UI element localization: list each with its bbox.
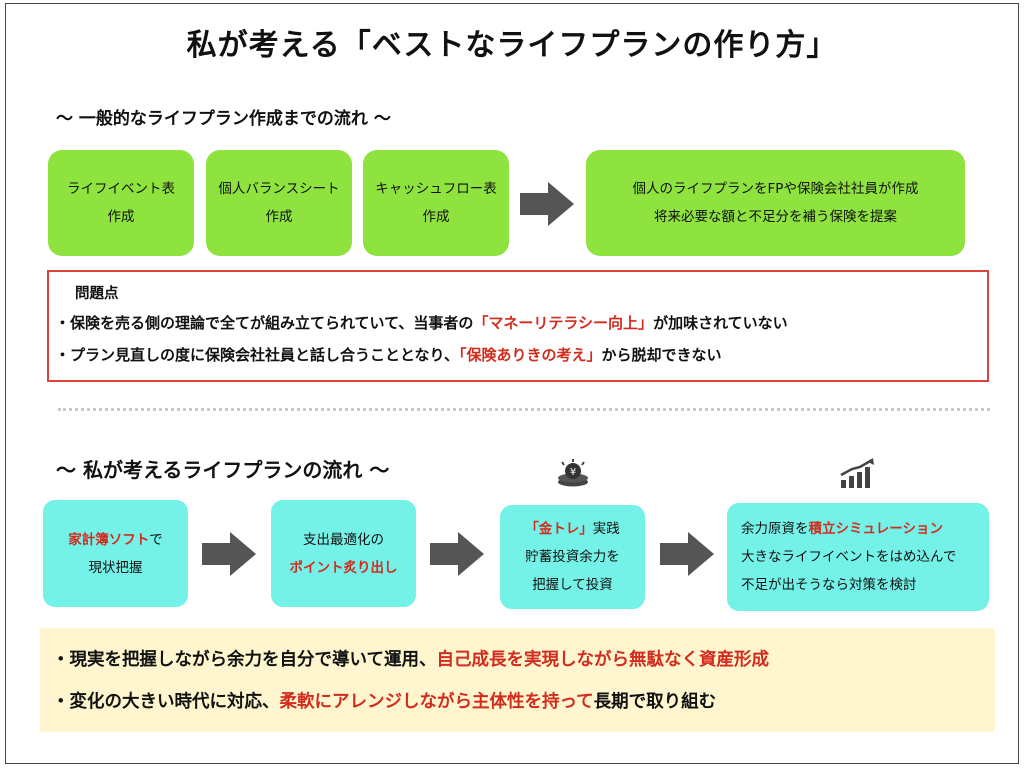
section1-heading: 〜 一般的なライフプラン作成までの流れ 〜 [56, 109, 391, 129]
step-kin-tore: 「金トレ」実践 貯蓄投資余力を 把握して投資 [500, 505, 645, 609]
step-label: 「金トレ」実践 [525, 521, 620, 537]
step-balance-sheet: 個人バランスシート 作成 [206, 150, 352, 256]
step-simulation: 余力原資を積立シミュレーション 大きなライフイベントをはめ込んで 不足が出そうな… [727, 503, 989, 611]
section2-heading: 〜 私が考えるライフプランの流れ 〜 [56, 458, 390, 482]
svg-text:¥: ¥ [570, 467, 576, 478]
dotted-divider [58, 408, 990, 411]
result-fp-plan: 個人のライフプランをFPや保険会社社員が作成 将来必要な額と不足分を補う保険を提… [586, 150, 965, 256]
problem-item: ・保険を売る側の理論で全てが組み立てられていて、当事者の「マネーリテラシー向上」… [55, 314, 788, 332]
step-label: 個人バランスシート [218, 181, 340, 197]
arrow-right-icon [202, 532, 256, 576]
step-label: 貯蓄投資余力を [525, 549, 620, 565]
step-expense-optimization: 支出最適化の ポイント炙り出し [271, 500, 416, 607]
summary-item: ・現実を把握しながら余力を自分で導いて運用、自己成長を実現しながら無駄なく資産形… [52, 650, 769, 670]
coins-icon: ¥ [558, 459, 588, 487]
result-label: 将来必要な額と不足分を補う保険を提案 [654, 209, 897, 225]
step-label: 支出最適化の [303, 531, 384, 548]
step-label: 家計簿ソフトで [68, 531, 163, 548]
problems-box: 問題点 ・保険を売る側の理論で全てが組み立てられていて、当事者の「マネーリテラシ… [47, 270, 989, 382]
step-label: 作成 [265, 209, 293, 225]
step-label: 余力原資を積立シミュレーション [741, 521, 943, 537]
step-label: 不足が出そうなら対策を検討 [741, 577, 917, 593]
step-cashflow-table: キャッシュフロー表 作成 [363, 150, 509, 256]
page-title: 私が考える「ベストなライフプランの作り方」 [186, 28, 838, 63]
problems-title: 問題点 [75, 286, 119, 302]
step-label: 作成 [107, 209, 135, 225]
arrow-right-icon [660, 532, 714, 576]
step-label: 現状把握 [88, 559, 143, 576]
step-label: キャッシュフロー表 [375, 181, 497, 197]
summary-item: ・変化の大きい時代に対応、柔軟にアレンジしながら主体性を持って長期で取り組む [52, 692, 717, 712]
step-label: 作成 [422, 209, 450, 225]
step-life-event-table: ライフイベント表 作成 [48, 150, 194, 256]
arrow-right-icon [430, 532, 484, 576]
step-household-software: 家計簿ソフトで 現状把握 [43, 500, 188, 607]
growth-chart-icon [840, 458, 874, 488]
problem-item: ・プラン見直しの度に保険会社社員と話し合うこととなり、「保険ありきの考え」から脱… [55, 346, 722, 364]
page-frame [5, 3, 1019, 764]
step-label: 大きなライフイベントをはめ込んで [741, 549, 957, 565]
arrow-right-icon [520, 182, 574, 226]
step-label: ライフイベント表 [67, 181, 175, 197]
step-label: 把握して投資 [532, 577, 613, 593]
result-label: 個人のライフプランをFPや保険会社社員が作成 [632, 181, 919, 197]
summary-box: ・現実を把握しながら余力を自分で導いて運用、自己成長を実現しながら無駄なく資産形… [40, 628, 995, 732]
step-label: ポイント炙り出し [289, 559, 398, 576]
